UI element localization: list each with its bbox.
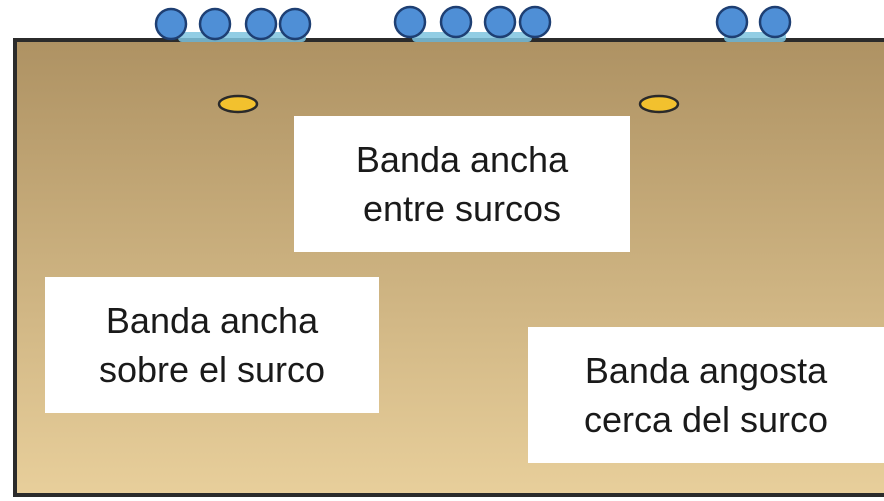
label-line: entre surcos bbox=[362, 188, 562, 229]
seed-icon bbox=[393, 5, 427, 39]
label-banda-ancha-entre-surcos: Banda ancha entre surcos bbox=[294, 116, 630, 252]
label-line: Banda ancha bbox=[105, 300, 319, 341]
fertilizer-band-icon bbox=[638, 94, 680, 114]
fertilizer-band-icon bbox=[217, 94, 259, 114]
label-banda-angosta-cerca-surco: Banda angosta cerca del surco bbox=[528, 327, 884, 463]
seed-icon bbox=[483, 5, 517, 39]
label-line: Banda ancha bbox=[355, 139, 569, 180]
label-line: sobre el surco bbox=[98, 349, 326, 390]
label-line: Banda angosta bbox=[584, 350, 828, 391]
seed-icon bbox=[518, 5, 552, 39]
seed-group-left bbox=[154, 7, 312, 41]
seed-icon bbox=[715, 5, 749, 39]
seed-group-center bbox=[393, 5, 552, 39]
seed-icon bbox=[154, 7, 188, 41]
seed-icon bbox=[278, 7, 312, 41]
seed-icon bbox=[244, 7, 278, 41]
label-banda-ancha-sobre-surco: Banda ancha sobre el surco bbox=[45, 277, 379, 413]
label-line: cerca del surco bbox=[583, 399, 829, 440]
seed-group-right bbox=[715, 5, 792, 39]
seed-icon bbox=[439, 5, 473, 39]
seed-icon bbox=[758, 5, 792, 39]
seed-icon bbox=[198, 7, 232, 41]
